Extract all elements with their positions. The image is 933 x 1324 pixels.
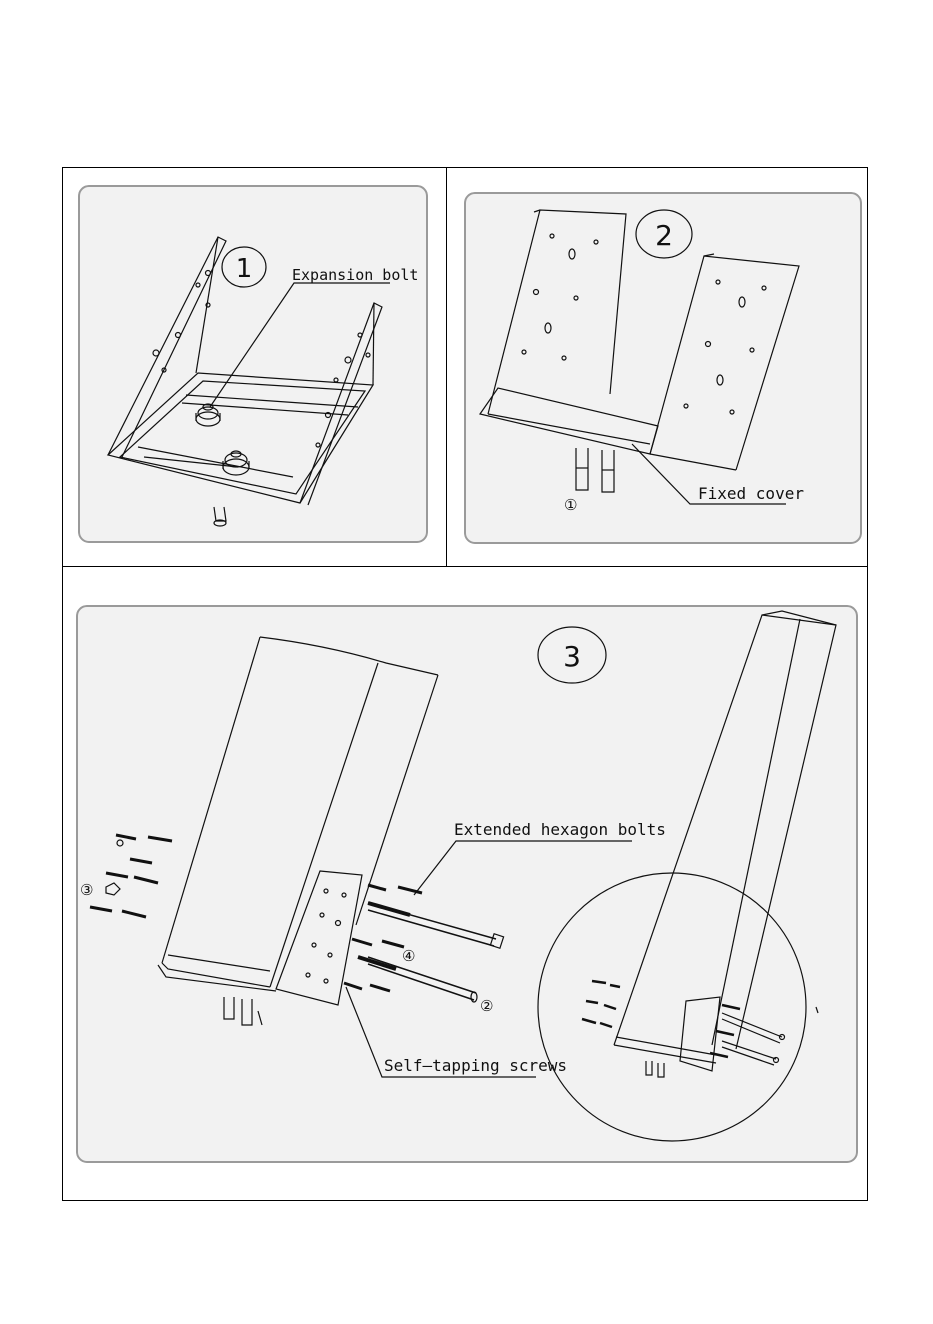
- marker-3: ③: [80, 881, 93, 899]
- step-2-diagram: 2 Fixed cover ①: [464, 192, 862, 544]
- marker-4: ④: [402, 947, 415, 965]
- step-2-panel: 2 Fixed cover ①: [464, 192, 862, 544]
- step-1-diagram: 1 Expansion bolt: [78, 185, 428, 543]
- step-number: 2: [655, 219, 673, 252]
- step-1-panel: 1 Expansion bolt: [78, 185, 428, 543]
- fixed-cover-label: Fixed cover: [698, 484, 804, 503]
- step-number: 1: [236, 254, 253, 284]
- table-divider-horizontal: [62, 566, 868, 567]
- expansion-bolt-label: Expansion bolt: [292, 266, 418, 284]
- step-3-panel: 3 Extended hexagon bolts Self—tapping sc…: [76, 605, 858, 1163]
- marker-2: ②: [480, 997, 493, 1015]
- extended-hexagon-bolts-label: Extended hexagon bolts: [454, 820, 666, 839]
- step-number: 3: [563, 640, 581, 673]
- marker-1: ①: [564, 496, 577, 514]
- step-3-diagram: 3 Extended hexagon bolts Self—tapping sc…: [76, 605, 858, 1163]
- self-tapping-screws-label: Self—tapping screws: [384, 1056, 567, 1075]
- table-divider-vertical: [446, 167, 447, 567]
